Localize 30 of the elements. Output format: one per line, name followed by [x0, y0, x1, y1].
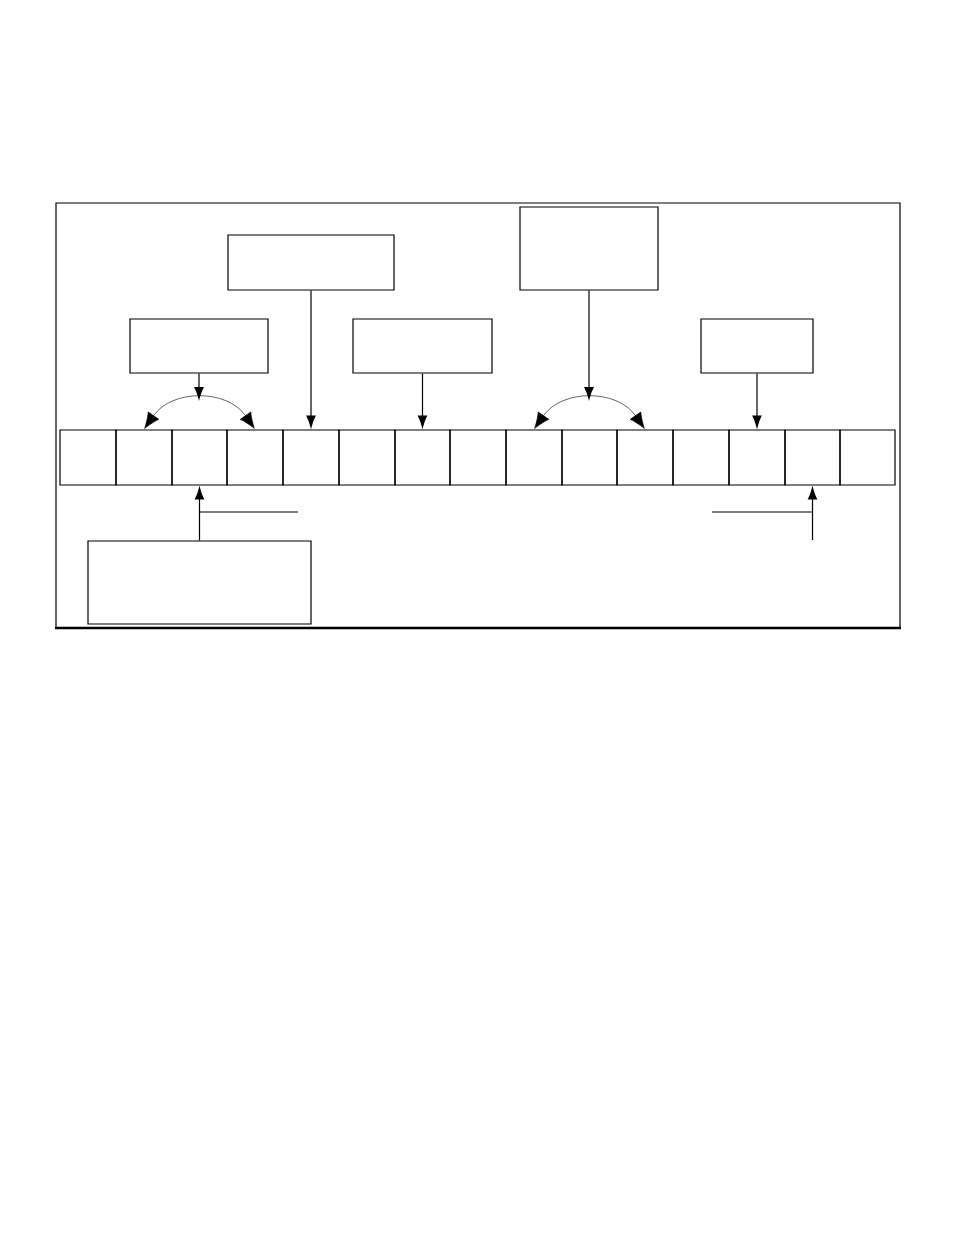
blank-box [519, 206, 659, 291]
blank-box [700, 318, 814, 374]
array-cell [784, 429, 841, 486]
array-cell [616, 429, 674, 486]
t-junction-arrow [711, 487, 818, 541]
array-cell [672, 429, 730, 486]
array-cell [505, 429, 563, 486]
arrow [194, 373, 204, 400]
array-cell [839, 429, 896, 486]
array-cell [561, 429, 618, 486]
array-cell [171, 429, 228, 486]
array-cell [115, 429, 173, 486]
arrow [417, 373, 428, 428]
array-cell [59, 429, 117, 486]
blank-box [352, 318, 493, 374]
arrow [306, 290, 316, 428]
array-cell [282, 429, 340, 486]
t-junction-arrow [194, 487, 299, 541]
blank-box [129, 318, 269, 374]
curved-arrow [534, 395, 645, 429]
blank-box [87, 540, 312, 625]
array-cell [449, 429, 507, 486]
curved-arrow [144, 395, 255, 429]
array-cell [728, 429, 786, 486]
array-cell [338, 429, 396, 486]
array-cell [226, 429, 284, 486]
arrow [752, 373, 762, 428]
arrow [584, 290, 594, 400]
array-cell [394, 429, 451, 486]
blank-box [227, 234, 395, 291]
